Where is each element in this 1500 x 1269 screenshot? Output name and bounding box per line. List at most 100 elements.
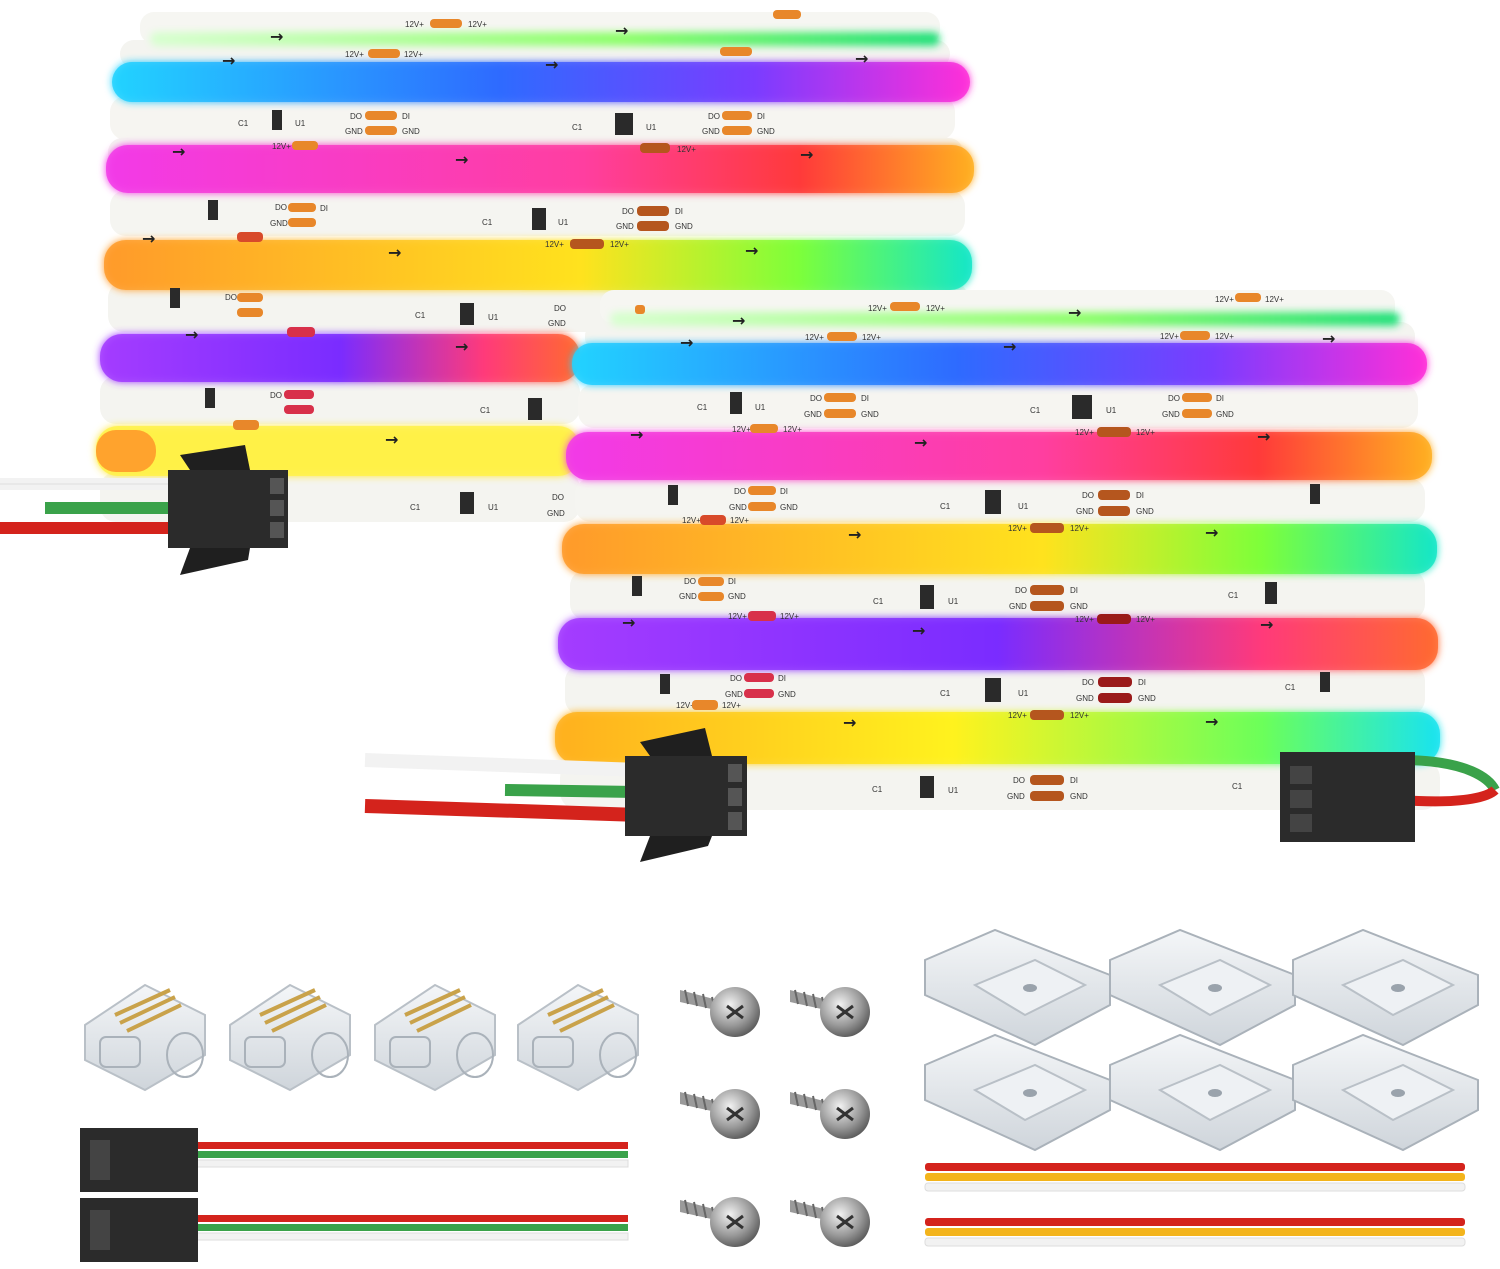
svg-text:→: → xyxy=(185,325,198,344)
svg-text:U1: U1 xyxy=(1018,502,1029,511)
svg-text:DO: DO xyxy=(1082,491,1094,500)
svg-text:GND: GND xyxy=(861,410,879,419)
strip-markings-reel-2: → 12V+ 12V+ → 12V+ 12V+ 12V+ 12V+ → → 12… xyxy=(622,293,1335,801)
svg-text:U1: U1 xyxy=(948,786,959,795)
svg-text:GND: GND xyxy=(1138,694,1156,703)
screw xyxy=(790,1197,870,1247)
svg-text:GND: GND xyxy=(679,592,697,601)
svg-text:GND: GND xyxy=(757,127,775,136)
svg-text:C1: C1 xyxy=(872,785,883,794)
svg-text:C1: C1 xyxy=(873,597,884,606)
svg-text:GND: GND xyxy=(780,503,798,512)
svg-text:12V+: 12V+ xyxy=(1008,711,1027,720)
svg-text:GND: GND xyxy=(728,592,746,601)
svg-text:12V+: 12V+ xyxy=(1160,332,1179,341)
screw xyxy=(790,1089,870,1139)
solderless-connector xyxy=(374,983,496,1092)
extension-wire xyxy=(924,1218,1466,1247)
svg-text:GND: GND xyxy=(548,319,566,328)
reel-2-wires xyxy=(364,753,1500,822)
svg-text:12V+: 12V+ xyxy=(1215,295,1234,304)
svg-text:U1: U1 xyxy=(488,313,499,322)
solderless-connector xyxy=(517,983,639,1092)
svg-text:C1: C1 xyxy=(482,218,493,227)
svg-text:→: → xyxy=(1068,303,1081,322)
reel-2-male-connector xyxy=(625,728,747,862)
svg-text:C1: C1 xyxy=(238,119,249,128)
svg-text:GND: GND xyxy=(1076,507,1094,516)
svg-text:→: → xyxy=(843,713,856,732)
svg-text:C1: C1 xyxy=(415,311,426,320)
svg-text:DO: DO xyxy=(1082,678,1094,687)
pigtail-cables xyxy=(80,1128,629,1262)
svg-text:DI: DI xyxy=(780,487,788,496)
svg-text:DI: DI xyxy=(861,394,869,403)
svg-text:U1: U1 xyxy=(948,597,959,606)
svg-text:→: → xyxy=(388,243,401,262)
svg-text:DI: DI xyxy=(1070,586,1078,595)
svg-text:DO: DO xyxy=(275,203,287,212)
mounting-clip xyxy=(1109,1033,1296,1152)
svg-text:C1: C1 xyxy=(410,503,421,512)
svg-text:DO: DO xyxy=(810,394,822,403)
svg-text:GND: GND xyxy=(1070,792,1088,801)
svg-text:12V+: 12V+ xyxy=(926,304,945,313)
solderless-connector xyxy=(84,983,206,1092)
svg-text:U1: U1 xyxy=(1106,406,1117,415)
svg-text:U1: U1 xyxy=(646,123,657,132)
mounting-clip xyxy=(924,928,1111,1047)
svg-text:DO: DO xyxy=(1013,776,1025,785)
svg-text:12V+: 12V+ xyxy=(1075,428,1094,437)
svg-text:DO: DO xyxy=(734,487,746,496)
svg-text:→: → xyxy=(172,142,185,161)
svg-text:→: → xyxy=(1322,329,1335,348)
svg-text:DI: DI xyxy=(1070,776,1078,785)
svg-text:12V+: 12V+ xyxy=(1008,524,1027,533)
svg-text:12V+: 12V+ xyxy=(676,701,695,710)
svg-text:12V+: 12V+ xyxy=(722,701,741,710)
solderless-connector xyxy=(229,983,351,1092)
svg-text:GND: GND xyxy=(402,127,420,136)
svg-text:→: → xyxy=(745,241,758,260)
svg-text:→: → xyxy=(385,430,398,449)
svg-text:GND: GND xyxy=(345,127,363,136)
svg-text:→: → xyxy=(732,311,745,330)
svg-text:12V+: 12V+ xyxy=(728,612,747,621)
reel-2-female-connector xyxy=(1280,752,1415,842)
svg-text:DI: DI xyxy=(728,577,736,586)
svg-text:GND: GND xyxy=(778,690,796,699)
svg-text:DO: DO xyxy=(225,293,237,302)
svg-text:→: → xyxy=(622,613,635,632)
svg-text:DO: DO xyxy=(350,112,362,121)
svg-text:DO: DO xyxy=(1015,586,1027,595)
svg-text:GND: GND xyxy=(1162,410,1180,419)
svg-text:12V+: 12V+ xyxy=(730,516,749,525)
svg-text:U1: U1 xyxy=(1018,689,1029,698)
svg-text:12V+: 12V+ xyxy=(783,425,802,434)
led-strip-reel-2: → 12V+ 12V+ → 12V+ 12V+ 12V+ 12V+ → → 12… xyxy=(364,290,1500,862)
solderless-connectors xyxy=(84,983,639,1092)
svg-text:DO: DO xyxy=(270,391,282,400)
svg-text:→: → xyxy=(545,55,558,74)
svg-text:DO: DO xyxy=(708,112,720,121)
svg-text:→: → xyxy=(270,27,283,46)
svg-text:12V+: 12V+ xyxy=(732,425,751,434)
svg-text:C1: C1 xyxy=(940,689,951,698)
svg-text:DI: DI xyxy=(778,674,786,683)
extension-wire xyxy=(924,1163,1466,1192)
reel-1-wires xyxy=(0,478,190,534)
svg-text:DI: DI xyxy=(1136,491,1144,500)
svg-text:U1: U1 xyxy=(755,403,766,412)
svg-text:12V+: 12V+ xyxy=(610,240,629,249)
svg-text:DI: DI xyxy=(757,112,765,121)
svg-text:DO: DO xyxy=(1168,394,1180,403)
svg-text:C1: C1 xyxy=(1228,591,1239,600)
svg-text:→: → xyxy=(912,621,925,640)
svg-text:→: → xyxy=(455,150,468,169)
svg-text:→: → xyxy=(1003,337,1016,356)
mounting-clip xyxy=(924,1033,1111,1152)
svg-text:12V+: 12V+ xyxy=(468,20,487,29)
svg-text:→: → xyxy=(1257,427,1270,446)
svg-text:12V+: 12V+ xyxy=(682,516,701,525)
svg-text:C1: C1 xyxy=(697,403,708,412)
